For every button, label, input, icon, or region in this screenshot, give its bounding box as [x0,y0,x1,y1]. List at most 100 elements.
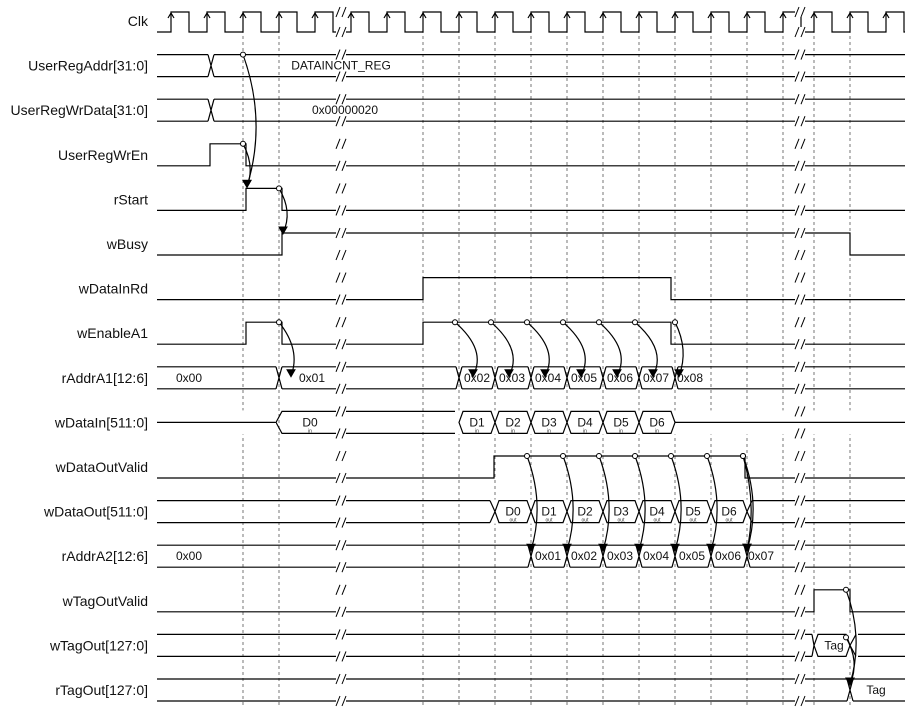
signal-label-wdatainrd: wDataInRd [78,281,148,297]
wdataout-subscript: out [654,518,662,524]
break-mask [795,205,805,216]
raddra2-value: 0x04 [643,549,669,563]
clk-edge-arrow [383,11,391,19]
useraddr-waveform [157,54,905,78]
raddra1-value: 0x00 [176,371,202,385]
wdataout-subscript: out [510,518,518,524]
arrow-origin-dot [560,319,566,326]
break-mask [336,540,346,551]
wdataout-value: D5 [685,505,701,519]
break-mask [795,517,805,528]
signal-label-userwren: UserRegWrEn [58,147,148,163]
break-mark [794,294,806,305]
clk-edge-arrow [275,11,283,19]
cause-arrow [490,321,514,377]
arrow-head [742,543,752,553]
arrow-origin-dot [843,634,849,641]
break-mark [335,272,347,283]
raddra2-value: 0x01 [535,549,561,563]
rtagout-waveform [157,678,905,702]
raddra1-value: 0x07 [643,371,669,385]
break-mark [794,495,806,506]
break-mask [795,674,805,684]
break-mark [335,540,347,551]
cause-arrow [634,455,646,551]
arrow-head [504,369,514,378]
arrow-origin-dot [488,319,494,326]
raddra2-value: 0x06 [715,549,741,563]
break-mask [336,250,346,260]
arrow-head [612,369,622,378]
wdatain-subscript: in [547,428,551,434]
raddra1-waveform [157,366,905,390]
break-mark [794,584,806,595]
break-mark [794,26,806,38]
signal-label-wdataout: wDataOut[511:0] [43,504,148,520]
break-mask [795,138,805,149]
cause-arrow [674,321,684,377]
break-mask [336,383,346,394]
clk-edge-arrow [491,11,499,19]
arrow-origin-dot [843,586,849,593]
break-mask [336,294,346,305]
break-mark [794,428,806,439]
break-mark [335,450,347,462]
break-mark [335,71,347,82]
arrow-head [706,543,716,553]
signal-label-raddra2: rAddrA2[12:6] [62,548,148,564]
wtagout-edges [811,634,857,657]
break-mask [795,428,805,439]
break-mask [336,406,346,417]
break-mark [794,138,806,149]
raddra1-value: 0x01 [299,371,325,385]
break-mask [795,339,805,350]
raddra2-value: 0x02 [571,549,597,563]
clk-edge-arrow [743,11,751,19]
cause-arrow [598,455,610,551]
clk-edge-arrow [455,11,463,19]
break-mark [794,651,806,662]
arrow-head [562,543,572,553]
arrow-head [286,369,296,378]
cause-arrow [742,455,752,551]
signal-label-wtagoutvalid: wTagOutValid [62,593,148,609]
rstart-waveform [157,187,905,211]
wdatain-subscript: in [655,428,659,434]
break-mask [336,94,346,105]
break-mark [794,116,806,127]
break-mark [335,361,347,372]
break-mark [335,695,347,707]
clk-edge-arrow [203,11,211,19]
wdataout-value: D0 [505,505,521,519]
cause-arrow [242,54,257,187]
break-mask [795,584,805,595]
break-mark [794,183,806,194]
wdataoutvalid-waveform [157,455,905,479]
break-mark [335,94,347,105]
break-mark [335,6,347,18]
break-mark [335,606,347,617]
clk-edge-arrow [239,11,247,19]
arrow-head [526,543,536,553]
signal-label-wbusy: wBusy [106,236,148,252]
break-mask [336,71,346,82]
signal-label-useraddr: UserRegAddr[31:0] [28,58,148,74]
raddra1-value: 0x05 [571,371,597,385]
break-mark [335,26,347,38]
break-mark [335,160,347,171]
signal-label-userdata: UserRegWrData[31:0] [11,102,148,118]
clk-edge-arrow [671,11,679,19]
wenablea1-waveform [157,321,905,345]
signal-label-wtagout: wTagOut[127:0] [49,637,148,653]
signal-label-raddra1: rAddrA1[12:6] [62,370,148,386]
arrow-head [598,543,608,553]
break-mark [335,205,347,216]
wdatain-value: D6 [649,415,665,429]
break-mark [335,406,347,417]
break-mark [794,94,806,105]
wtagoutvalid-waveform [157,589,905,613]
break-mark [335,472,347,484]
clk-edge-arrow [599,11,607,19]
signal-label-rtagout: rTagOut[127:0] [55,682,148,698]
wdatain-value: D4 [577,415,593,429]
